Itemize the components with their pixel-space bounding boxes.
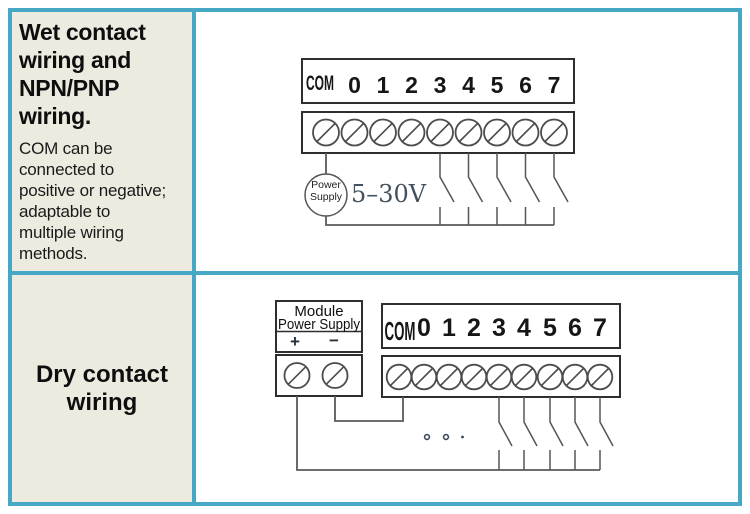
description-line: multiple wiring [19, 223, 124, 242]
row-divider [12, 271, 738, 275]
description-line: positive or negative; [19, 181, 166, 200]
column-divider [192, 12, 196, 502]
wiring-table: Wet contact wiring and NPN/PNP wiring. C… [8, 8, 742, 506]
description-line: COM can be [19, 139, 113, 158]
description-line: connected to [19, 160, 114, 179]
wet-contact-label-cell: Wet contact wiring and NPN/PNP wiring. C… [12, 12, 192, 271]
description-line: adaptable to [19, 202, 111, 221]
wet-contact-title: Wet contact wiring and NPN/PNP wiring. [19, 19, 146, 129]
description-line: methods. [19, 244, 88, 263]
dry-contact-label-cell: Dry contact wiring [12, 275, 192, 502]
dry-contact-title: Dry contact wiring [35, 360, 169, 416]
wet-contact-description: COM can be connected to positive or nega… [19, 138, 185, 264]
